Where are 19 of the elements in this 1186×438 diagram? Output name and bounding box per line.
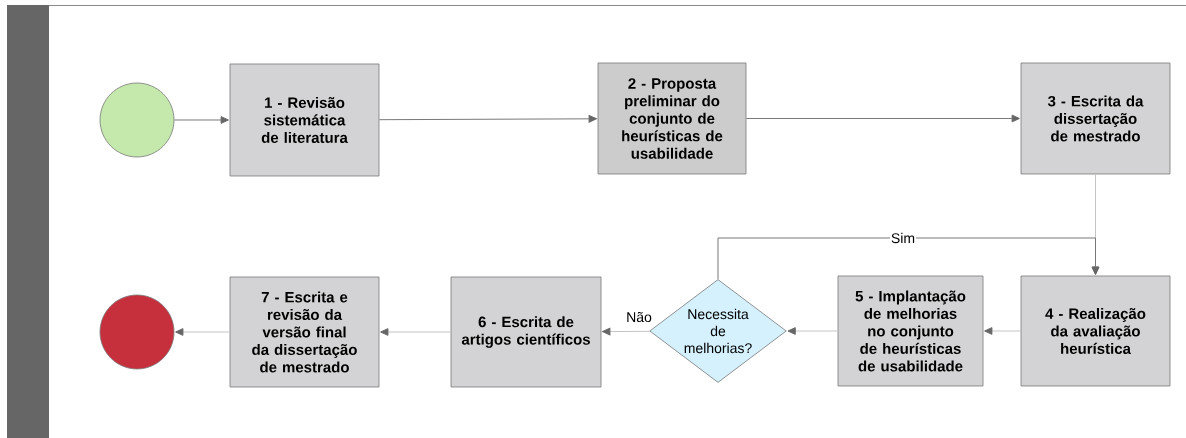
arrow xyxy=(378,115,597,123)
arrow xyxy=(745,114,1020,123)
arrow xyxy=(175,328,231,336)
process-box: 7 - Escrita e revisão da versão final da dissertação de mestrado xyxy=(229,276,380,388)
process-box: 2 - Proposta preliminar do conjunto de heurísticas de usabilidade xyxy=(597,62,747,175)
process-box: 1 - Revisão sistemática de literatura xyxy=(229,63,380,177)
arrow xyxy=(787,327,839,335)
arrow xyxy=(602,327,651,336)
arrow xyxy=(984,327,1022,335)
arrow xyxy=(380,328,452,336)
process-box: 3 - Escrita da dissertação de mestrado xyxy=(1020,62,1171,175)
process-box: 5 - Implantação de melhorias no conjunto de heurísticas de usabilidade xyxy=(837,275,984,387)
process-box: 4 - Realização da avaliação heurística xyxy=(1020,275,1171,387)
end-circle xyxy=(99,294,175,370)
arrow xyxy=(717,237,1100,280)
start-circle xyxy=(99,82,175,158)
process-box: 6 - Escrita de artigos científicos xyxy=(450,276,602,388)
edge-label: Sim xyxy=(889,231,917,245)
arrow xyxy=(173,116,229,124)
